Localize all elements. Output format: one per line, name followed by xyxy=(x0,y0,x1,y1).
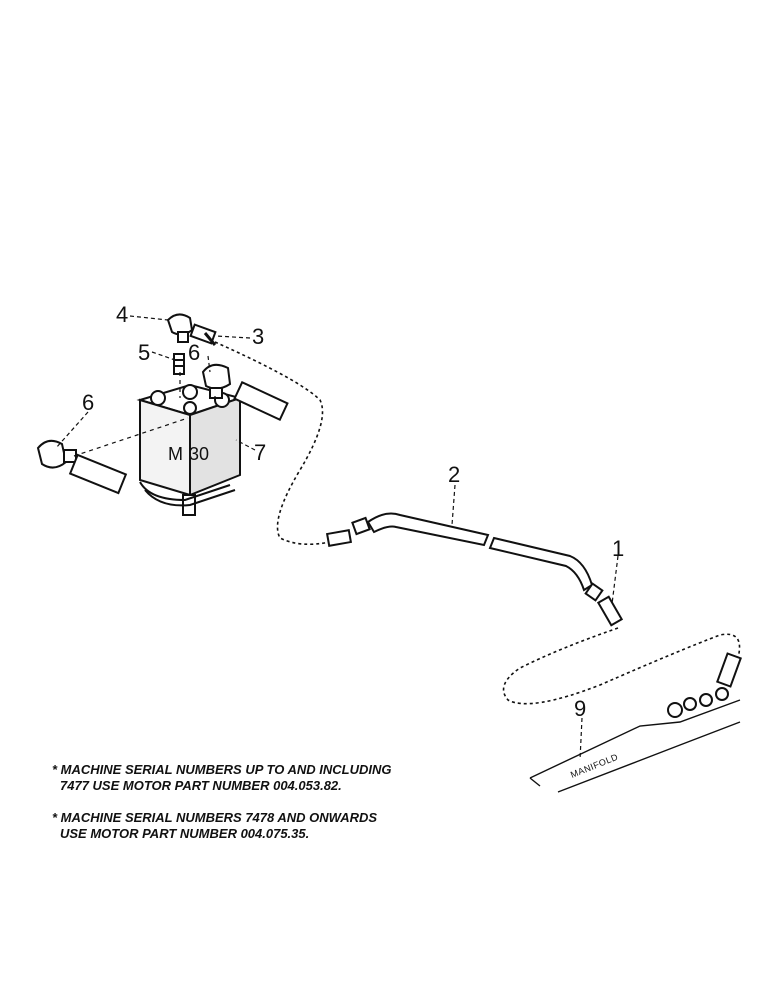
manifold-hose-end xyxy=(716,652,742,688)
assembly-guide-lines xyxy=(73,372,216,457)
manifold-port xyxy=(683,697,697,711)
callout-4: 4 xyxy=(116,302,128,327)
hose-line-upper xyxy=(214,341,331,546)
motor-boss xyxy=(182,384,198,400)
callout-1: 1 xyxy=(612,536,624,561)
tube-bend-left xyxy=(366,512,490,547)
elbow-fitting-4 xyxy=(166,313,194,343)
motor-base-bracket xyxy=(139,481,231,502)
hose-line-lower xyxy=(502,627,741,705)
motor-base-bracket-2 xyxy=(144,489,236,507)
serial-number-notes: * MACHINE SERIAL NUMBERS UP TO AND INCLU… xyxy=(52,762,472,858)
callout-2: 2 xyxy=(448,462,460,487)
hose-stub-left xyxy=(68,453,128,495)
tube-end-nut xyxy=(351,516,371,536)
motor-label-30: 30 xyxy=(189,444,209,464)
callout-6-upper: 6 xyxy=(188,340,200,365)
elbow-fitting-6-left xyxy=(36,439,77,469)
callout-5: 5 xyxy=(138,340,150,365)
serial-note-1-line2: 7477 USE MOTOR PART NUMBER 004.053.82. xyxy=(60,778,342,793)
adaptor-fitting-3 xyxy=(189,323,217,346)
manifold-port xyxy=(699,693,713,707)
rigid-tube-2 xyxy=(325,512,624,627)
serial-note-1-line1: * MACHINE SERIAL NUMBERS UP TO AND INCLU… xyxy=(52,762,392,777)
motor-assembly xyxy=(136,383,244,516)
tube-end-fitting xyxy=(325,529,353,547)
manifold-port xyxy=(667,702,683,718)
hose-stub-right xyxy=(233,380,289,422)
callout-9: 9 xyxy=(574,696,586,721)
callout-3: 3 xyxy=(252,324,264,349)
manifold-fittings xyxy=(667,652,742,718)
manifold-body xyxy=(529,699,741,793)
callout-6-left: 6 xyxy=(82,390,94,415)
nipple-fitting-5 xyxy=(173,353,185,375)
tube-segment-right xyxy=(488,536,594,592)
tube-end-nut-right xyxy=(584,582,604,602)
motor-label-m: M xyxy=(168,444,183,464)
leader-lines xyxy=(55,315,619,761)
motor-boss xyxy=(150,390,166,406)
motor-boss xyxy=(183,401,197,415)
serial-note-1: * MACHINE SERIAL NUMBERS UP TO AND INCLU… xyxy=(52,762,472,794)
serial-note-2-line1: * MACHINE SERIAL NUMBERS 7478 AND ONWARD… xyxy=(52,810,378,825)
serial-note-2-line2: USE MOTOR PART NUMBER 004.075.35. xyxy=(60,826,310,841)
callout-7: 7 xyxy=(254,440,266,465)
serial-note-2: * MACHINE SERIAL NUMBERS 7478 AND ONWARD… xyxy=(52,810,472,842)
manifold-port xyxy=(715,687,729,701)
tube-end-fitting-right xyxy=(596,595,624,627)
